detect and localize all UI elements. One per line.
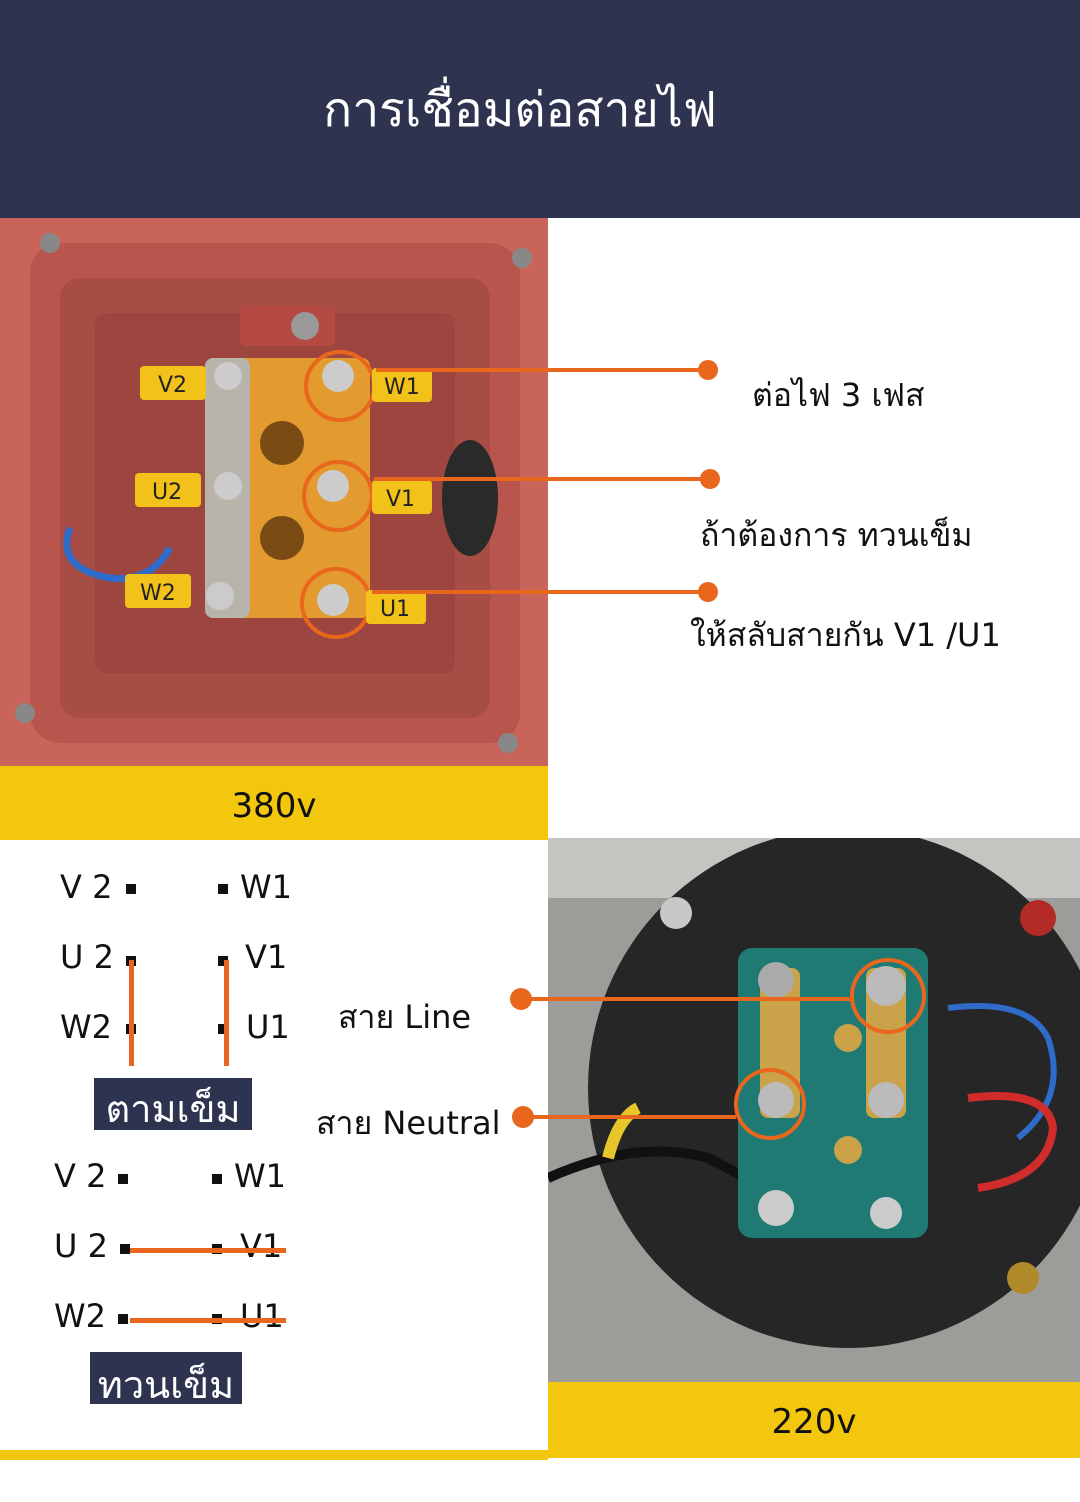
photo-380v-terminal-box: V2 U2 W2 W1 V1 U1 xyxy=(0,218,548,766)
dg-cw-w1-dot xyxy=(218,884,228,894)
dg-cw-v1-dot xyxy=(218,956,228,966)
photo-220v-terminal-box xyxy=(548,838,1080,1382)
tag-v2: V2 xyxy=(158,373,187,398)
dg-cw-v1: V1 xyxy=(245,938,288,976)
dg-ccw-w2: W2 xyxy=(54,1297,106,1335)
dg-cw-w1: W1 xyxy=(240,868,292,906)
dg-ccw-link-w2-u1 xyxy=(130,1318,286,1323)
callout-line-line xyxy=(520,997,854,1001)
dg-ccw-w2-dot xyxy=(118,1314,128,1324)
dg-cw-caption: ตามเข็ม xyxy=(94,1078,252,1131)
dg-ccw-u1: U1 xyxy=(240,1297,284,1335)
tag-u1: U1 xyxy=(380,597,410,622)
voltage-band-380v: 380v xyxy=(0,766,548,840)
callout-swap-v1-u1: ให้สลับสายกัน V1 /U1 xyxy=(690,616,1001,654)
dg-ccw-caption: ทวนเข็ม xyxy=(90,1352,242,1407)
tag-w1: W1 xyxy=(384,375,420,400)
callout-line-neutral xyxy=(522,1115,736,1119)
dg-ccw-link-u2-v1 xyxy=(130,1248,286,1253)
dg-ccw-u2-dot xyxy=(120,1244,130,1254)
dg-cw-link-left xyxy=(129,960,134,1066)
voltage-label-220v: 220v xyxy=(771,1402,857,1442)
dg-cw-u1-dot xyxy=(218,1024,228,1034)
voltage-band-220v: 220v xyxy=(548,1382,1080,1458)
voltage-label-380v: 380v xyxy=(231,786,317,826)
callout-if-ccw: ถ้าต้องการ ทวนเข็ม xyxy=(700,516,973,554)
dg-cw-v2: V 2 xyxy=(60,868,113,906)
header-banner: การเชื่อมต่อสายไฟ xyxy=(0,0,1080,218)
callout-dot-2 xyxy=(700,469,720,489)
page-title: การเชื่อมต่อสายไฟ xyxy=(323,82,717,138)
footer-band xyxy=(0,1450,548,1460)
dg-cw-v2-dot xyxy=(126,884,136,894)
callout-dot-1 xyxy=(698,360,718,380)
callout-neutral-wire: สาย Neutral xyxy=(316,1104,501,1142)
dg-cw-w2: W2 xyxy=(60,1008,112,1046)
dg-ccw-v2-dot xyxy=(118,1174,128,1184)
tag-w2: W2 xyxy=(140,581,176,606)
tag-v1: V1 xyxy=(386,487,415,512)
tag-u2: U2 xyxy=(152,480,182,505)
dg-ccw-w1: W1 xyxy=(234,1157,286,1195)
dg-cw-u1: U1 xyxy=(246,1008,290,1046)
callout-3phase: ต่อไฟ 3 เฟส xyxy=(752,376,925,414)
callout-line-2 xyxy=(374,477,710,481)
dg-cw-u2: U 2 xyxy=(60,938,114,976)
dg-ccw-u2: U 2 xyxy=(54,1227,108,1265)
dg-cw-link-right xyxy=(224,960,229,1066)
callout-line-1 xyxy=(376,368,708,372)
dg-ccw-w1-dot xyxy=(212,1174,222,1184)
dg-ccw-v2: V 2 xyxy=(54,1157,107,1195)
callout-dot-3 xyxy=(698,582,718,602)
dg-ccw-v1: V1 xyxy=(240,1227,283,1265)
callout-line-3 xyxy=(372,590,708,594)
callout-line-wire: สาย Line xyxy=(338,998,472,1036)
